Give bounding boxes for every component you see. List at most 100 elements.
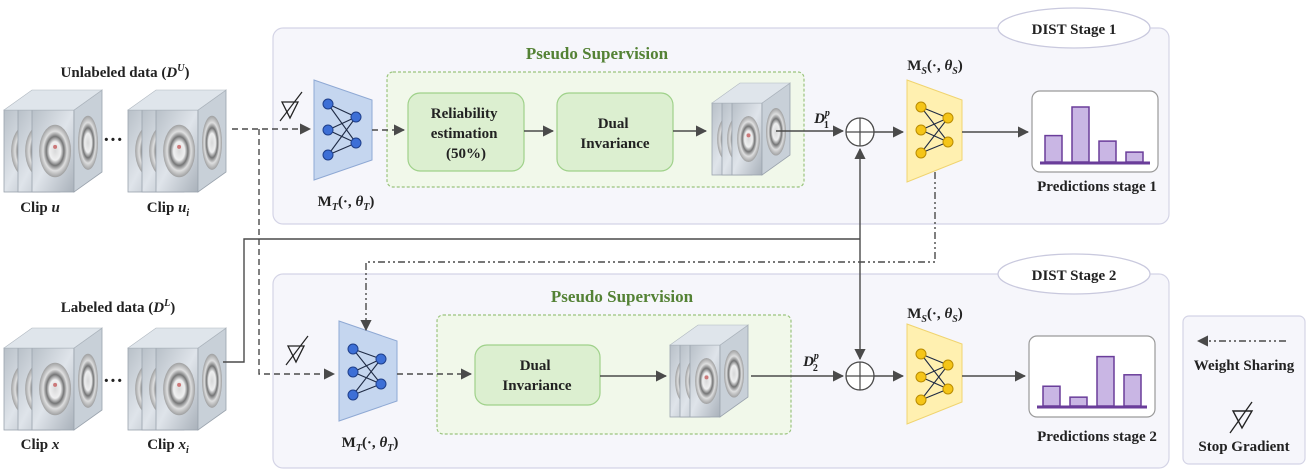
net-node <box>375 353 387 365</box>
clip-side-ring <box>202 115 222 170</box>
clip-top-face <box>3 89 103 111</box>
clip-top-face <box>127 89 227 111</box>
stage1-dual-line2: Invariance <box>580 136 650 152</box>
unlabeled-to-teacher2-dashed <box>258 129 336 380</box>
prediction-bar <box>1125 151 1144 163</box>
pseudo-clip-stage2 <box>669 324 749 418</box>
clip-top-face <box>127 327 227 349</box>
predictions-label-stage1: Predictions stage 1 <box>1037 179 1157 195</box>
net-node <box>915 101 927 113</box>
predictions-label-stage2: Predictions stage 2 <box>1037 429 1157 445</box>
weight-sharing-legend-label: Weight Sharing <box>1194 358 1295 374</box>
stop-gradient-legend-label: Stop Gradient <box>1198 439 1289 455</box>
svg-text:Dual Invariance: Dual Invariance <box>580 116 650 152</box>
prediction-bars-stage1 <box>1044 106 1144 163</box>
net-node <box>347 366 359 378</box>
ellipsis-labeled: ··· <box>103 370 123 392</box>
teacher-label-stage2: MT(·, θT) <box>342 435 399 454</box>
clip-side-ring <box>724 350 744 398</box>
stage2-tag-ellipse <box>997 253 1151 295</box>
reliability-line3: (50%) <box>446 146 486 162</box>
reliability-box <box>407 92 525 172</box>
weight-sharing-path <box>360 172 936 332</box>
clip-frame <box>31 347 75 431</box>
clip-frame <box>155 109 199 193</box>
clip-x-label: Clip x <box>21 437 60 453</box>
prediction-bar <box>1042 385 1061 407</box>
net-node <box>915 147 927 159</box>
stage2-dual-line2: Invariance <box>502 378 572 394</box>
prediction-bar <box>1096 355 1115 407</box>
clip-side-ring <box>202 353 222 408</box>
svg-text:Dual Invariance: Dual Invariance <box>502 358 572 394</box>
stop-gradient-legend-icon <box>1229 401 1254 434</box>
clip-stacks <box>3 82 791 431</box>
unlabeled-title: Unlabeled data (DU) <box>61 63 190 81</box>
student-label-stage1: MS(·, θS) <box>907 58 963 77</box>
net-node <box>322 149 334 161</box>
net-node <box>375 378 387 390</box>
prediction-bar <box>1071 106 1090 163</box>
clip-side-ring <box>78 353 98 408</box>
svg-text:Reliability estimation: Reliability estimation (50%) <box>431 106 501 162</box>
teacher-network-stage2 <box>338 320 398 422</box>
prediction-bar <box>1069 396 1088 407</box>
net-node <box>347 389 359 401</box>
net-node <box>347 343 359 355</box>
net-node <box>322 98 334 110</box>
net-node <box>942 359 954 371</box>
net-node <box>350 137 362 149</box>
labeled-data-line <box>223 238 860 363</box>
stop-gradient-icon-stage2 <box>285 335 309 366</box>
net-node <box>322 124 334 136</box>
ellipsis-unlabeled: ··· <box>103 129 123 151</box>
net-edge <box>352 358 382 396</box>
net-node <box>915 371 927 383</box>
teacher-label-stage1: MT(·, θT) <box>318 194 375 213</box>
net-edge <box>920 364 949 401</box>
net-node <box>915 348 927 360</box>
stage2-tag: DIST Stage 2 <box>1032 268 1117 284</box>
legend-box <box>1182 315 1306 465</box>
clip-ui-label: Clip ui <box>147 200 190 219</box>
stage2-dual-line1: Dual <box>520 358 551 374</box>
clip-ui <box>127 89 227 193</box>
net-edge <box>920 117 949 154</box>
student-label-stage2: MS(·, θS) <box>907 306 963 325</box>
prediction-bar <box>1044 134 1063 163</box>
clip-side-ring <box>766 108 786 156</box>
stage1-tag: DIST Stage 1 <box>1032 22 1117 38</box>
net-node <box>350 111 362 123</box>
prediction-bar <box>1123 374 1142 407</box>
sum-node-stage2 <box>845 361 875 391</box>
prediction-bars-stage2 <box>1042 355 1142 407</box>
net-node <box>915 394 927 406</box>
reliability-line2: estimation <box>431 126 498 142</box>
clip-u <box>3 89 103 193</box>
clip-top-face <box>711 82 791 104</box>
clip-frame <box>731 102 763 176</box>
teacher-network-stage1 <box>313 79 373 181</box>
stage2-pseudo-title: Pseudo Supervision <box>551 287 694 306</box>
stage1-dual-line1: Dual <box>598 116 629 132</box>
sum-node-stage1 <box>845 117 875 147</box>
clip-xi-label: Clip xi <box>147 437 189 456</box>
clip-top-face <box>669 324 749 346</box>
prediction-bar <box>1098 140 1117 163</box>
clip-frame <box>31 109 75 193</box>
net-edge <box>327 116 357 156</box>
net-node <box>942 136 954 148</box>
net-node <box>915 124 927 136</box>
net-node <box>942 383 954 395</box>
pseudo-clip-stage1 <box>711 82 791 176</box>
stage1-dual-box <box>556 92 674 172</box>
clip-top-face <box>3 327 103 349</box>
net-edge <box>352 348 382 385</box>
clip-frame <box>689 344 721 418</box>
clip-xi <box>127 327 227 431</box>
stage1-tag-ellipse <box>997 7 1151 49</box>
